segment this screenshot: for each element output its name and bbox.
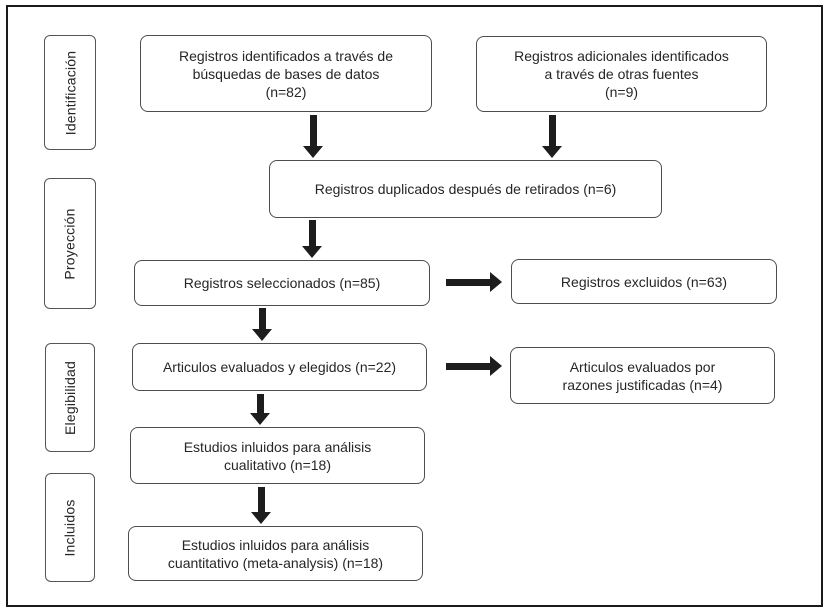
box-records-excluded: Registros excluidos (n=63) bbox=[511, 259, 777, 304]
arrow-assessed-to-excluded-icon bbox=[446, 356, 502, 376]
diagram-border-frame bbox=[6, 5, 823, 607]
arrow-head-icon bbox=[490, 272, 502, 292]
arrow-databases-to-duplicates-icon bbox=[303, 115, 323, 158]
stage-identificacion: Identificación bbox=[44, 35, 96, 150]
arrow-shaft bbox=[309, 115, 317, 147]
stage-proyeccion-label: Proyección bbox=[62, 207, 79, 280]
arrow-head-icon bbox=[251, 512, 271, 524]
arrow-shaft bbox=[257, 487, 265, 513]
arrow-shaft bbox=[446, 362, 491, 370]
arrow-head-icon bbox=[250, 413, 270, 425]
arrow-shaft bbox=[258, 308, 266, 330]
stage-elegibilidad-label: Elegibilidad bbox=[62, 360, 79, 435]
arrow-qualitative-to-quantitative-icon bbox=[251, 487, 271, 524]
stage-identificacion-label: Identificación bbox=[62, 50, 78, 135]
arrow-head-icon bbox=[490, 356, 502, 376]
stage-proyeccion: Proyección bbox=[44, 178, 96, 309]
stage-incluidos-label: Incluidos bbox=[62, 498, 78, 557]
arrow-assessed-to-qualitative-icon bbox=[250, 394, 270, 425]
stage-incluidos: Incluidos bbox=[45, 473, 95, 582]
box-records-screened: Registros seleccionados (n=85) bbox=[134, 260, 430, 306]
box-articles-excluded-justified: Articulos evaluados por razones justific… bbox=[510, 347, 775, 404]
arrow-head-icon bbox=[302, 246, 322, 258]
box-articles-assessed: Articulos evaluados y elegidos (n=22) bbox=[132, 343, 427, 391]
arrow-head-icon bbox=[303, 146, 323, 158]
arrow-head-icon bbox=[542, 146, 562, 158]
arrow-head-icon bbox=[252, 329, 272, 341]
arrow-sources-to-duplicates-icon bbox=[542, 115, 562, 158]
arrow-screened-to-assessed-icon bbox=[252, 308, 272, 341]
arrow-screened-to-excluded-icon bbox=[446, 272, 502, 292]
arrow-shaft bbox=[548, 115, 556, 147]
arrow-duplicates-to-screened-icon bbox=[302, 220, 322, 258]
box-studies-quantitative-analysis: Estudios inluidos para análisis cuantita… bbox=[128, 526, 423, 581]
box-studies-qualitative-analysis: Estudios inluidos para análisis cualitat… bbox=[130, 427, 425, 484]
arrow-shaft bbox=[446, 278, 491, 286]
stage-elegibilidad: Elegibilidad bbox=[45, 343, 95, 452]
box-records-additional-sources: Registros adicionales identificados a tr… bbox=[476, 36, 767, 112]
arrow-shaft bbox=[256, 394, 264, 414]
box-records-identified-databases: Registros identificados a través de búsq… bbox=[140, 35, 432, 112]
box-duplicates-removed: Registros duplicados después de retirado… bbox=[269, 160, 662, 218]
arrow-shaft bbox=[308, 220, 316, 247]
